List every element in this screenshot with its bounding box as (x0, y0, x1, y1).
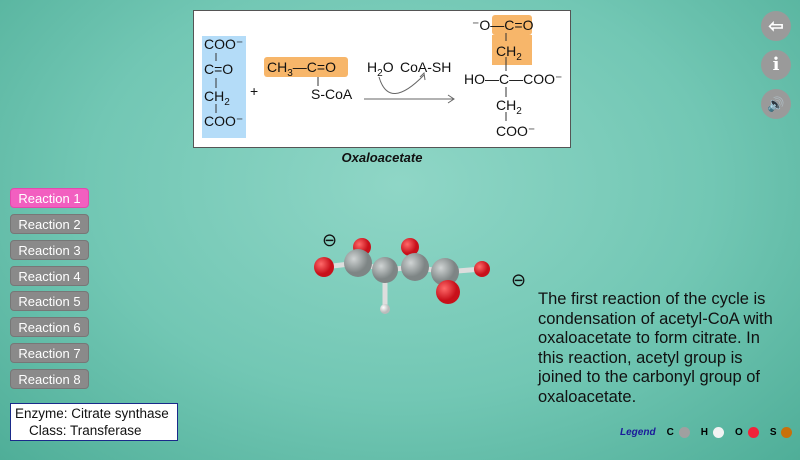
carbon-swatch-icon (678, 427, 690, 438)
ch-text: CH (496, 43, 517, 59)
product-ch2-a: CH2 (496, 43, 522, 63)
enzyme-info-box: Enzyme: Citrate synthase Class: Transfer… (10, 403, 178, 441)
product-center: HO—C—COO⁻ (464, 71, 563, 87)
enzyme-class: Class: Transferase (29, 423, 142, 438)
reaction-5-button[interactable]: Reaction 5 (10, 291, 89, 311)
oxaloacetate-3d-model[interactable]: ⊖ ⊖ (300, 225, 540, 325)
ch-text: CH (496, 97, 517, 113)
sound-button[interactable]: 🔊 (761, 89, 791, 119)
ch-text: CH (204, 88, 225, 104)
coa-sh: CoA-SH (400, 59, 452, 75)
ch3-sub: 3 (287, 67, 293, 79)
coo-bottom: COO⁻ (204, 113, 244, 129)
co-text: —C=O (292, 59, 336, 75)
acetyl-group: CH3—C=O (267, 59, 336, 79)
h-text: H (367, 59, 378, 75)
atom-legend: Legend C H O S (620, 427, 798, 438)
carbon-atom (344, 249, 372, 277)
reaction-3-button[interactable]: Reaction 3 (10, 240, 89, 260)
hydrogen-swatch-icon (713, 427, 725, 438)
negative-charge-icon: ⊖ (511, 270, 526, 290)
ch2-sub: 2 (516, 51, 522, 63)
o-text: O (382, 59, 394, 75)
info-button[interactable]: i (761, 50, 791, 80)
ch2: CH2 (204, 88, 230, 108)
hydrogen-atom (380, 304, 390, 314)
legend-label-h: H (700, 427, 709, 438)
product-ch2-b: CH2 (496, 97, 522, 117)
carbon-atom (372, 257, 398, 283)
reaction-1-button[interactable]: Reaction 1 (10, 188, 89, 208)
legend-label-o: O (735, 427, 743, 438)
product-acetyl-highlight (492, 15, 532, 35)
exit-button[interactable]: ⇦ (761, 11, 791, 41)
oxygen-swatch-icon (747, 427, 759, 438)
product-carboxyl-top: ⁻O—C=O (472, 17, 534, 33)
legend-label-c: C (666, 427, 674, 438)
ch2-sub: 2 (516, 105, 522, 117)
reaction-arrow (215, 33, 507, 121)
legend-label-s: S (769, 427, 777, 438)
carbon-atom (431, 258, 459, 286)
enzyme-name: Enzyme: Citrate synthase (15, 406, 169, 421)
reaction-description: The first reaction of the cycle is conde… (538, 290, 773, 406)
ch3-text: CH (267, 59, 288, 75)
oxygen-atom (474, 261, 490, 277)
reaction-8-button[interactable]: Reaction 8 (10, 369, 89, 389)
reaction-2-button[interactable]: Reaction 2 (10, 214, 89, 234)
reaction-4-button[interactable]: Reaction 4 (10, 266, 89, 286)
water: H2O (367, 59, 394, 79)
s-coa: S-CoA (311, 86, 353, 102)
ch2-sub: 2 (224, 96, 230, 108)
oxygen-atom (401, 238, 419, 256)
reaction-diagram: COO⁻ C=O CH2 COO⁻ + CH3—C=O S-CoA H2O Co… (193, 10, 571, 148)
coo-top: COO⁻ (204, 36, 244, 52)
acetyl-highlight (264, 57, 348, 77)
product-carboxyl-bottom: COO⁻ (496, 123, 536, 139)
reaction-7-button[interactable]: Reaction 7 (10, 343, 89, 363)
reaction-6-button[interactable]: Reaction 6 (10, 317, 89, 337)
negative-charge-icon: ⊖ (322, 230, 337, 250)
h2o-sub: 2 (377, 67, 383, 79)
oxygen-atom (436, 280, 460, 304)
product-ch2-highlight (492, 35, 532, 65)
oxaloacetate-highlight (202, 36, 246, 138)
legend-title: Legend (620, 427, 656, 438)
oxygen-atom (314, 257, 334, 277)
sulfur-swatch-icon (781, 427, 793, 438)
carbon-atom (401, 253, 429, 281)
plus-sign: + (250, 83, 259, 99)
molecule-caption: Oxaloacetate (341, 150, 423, 165)
carbonyl: C=O (204, 61, 234, 77)
